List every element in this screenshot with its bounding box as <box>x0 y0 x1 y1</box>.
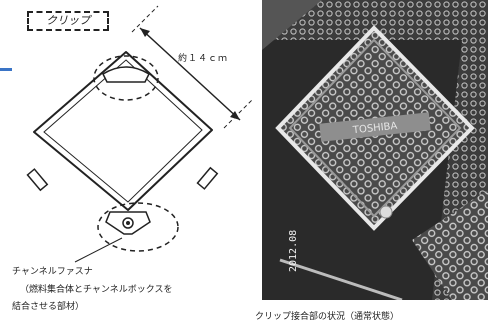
plate-text: TOSHIBA <box>351 121 398 137</box>
photo-caption: クリップ接合部の状況（通常状態） <box>255 312 400 322</box>
dimension-line <box>139 27 241 121</box>
clip-diagram-panel: クリップ 約１４ｃｍ チャンネルファスナ （燃料集合体とチャンネルボックスを 結… <box>12 5 253 312</box>
fuel-assembly-outline <box>33 51 213 211</box>
top-clip <box>102 66 150 83</box>
top-clip-circle <box>93 55 159 101</box>
photo-panel: TOSHIBA 2012.08 クリップ接合部の状況（通常状態） <box>255 0 488 327</box>
accent-bar <box>0 68 12 71</box>
date-stamp: 2012.08 <box>288 230 299 272</box>
fastener-title: チャンネルファスナ <box>12 267 93 277</box>
left-tab <box>26 168 49 192</box>
fastener-description: （燃料集合体とチャンネルボックスを <box>20 285 173 295</box>
clip-label: クリップ <box>27 11 109 31</box>
right-tab <box>196 166 219 190</box>
dimension-label: 約１４ｃｍ <box>178 54 229 64</box>
clip-diagram <box>26 5 253 263</box>
fastener-circle <box>97 202 179 252</box>
fastener-description-cont: 結合させる部材） <box>12 302 85 312</box>
clip-joint-photo: TOSHIBA 2012.08 <box>262 0 488 300</box>
